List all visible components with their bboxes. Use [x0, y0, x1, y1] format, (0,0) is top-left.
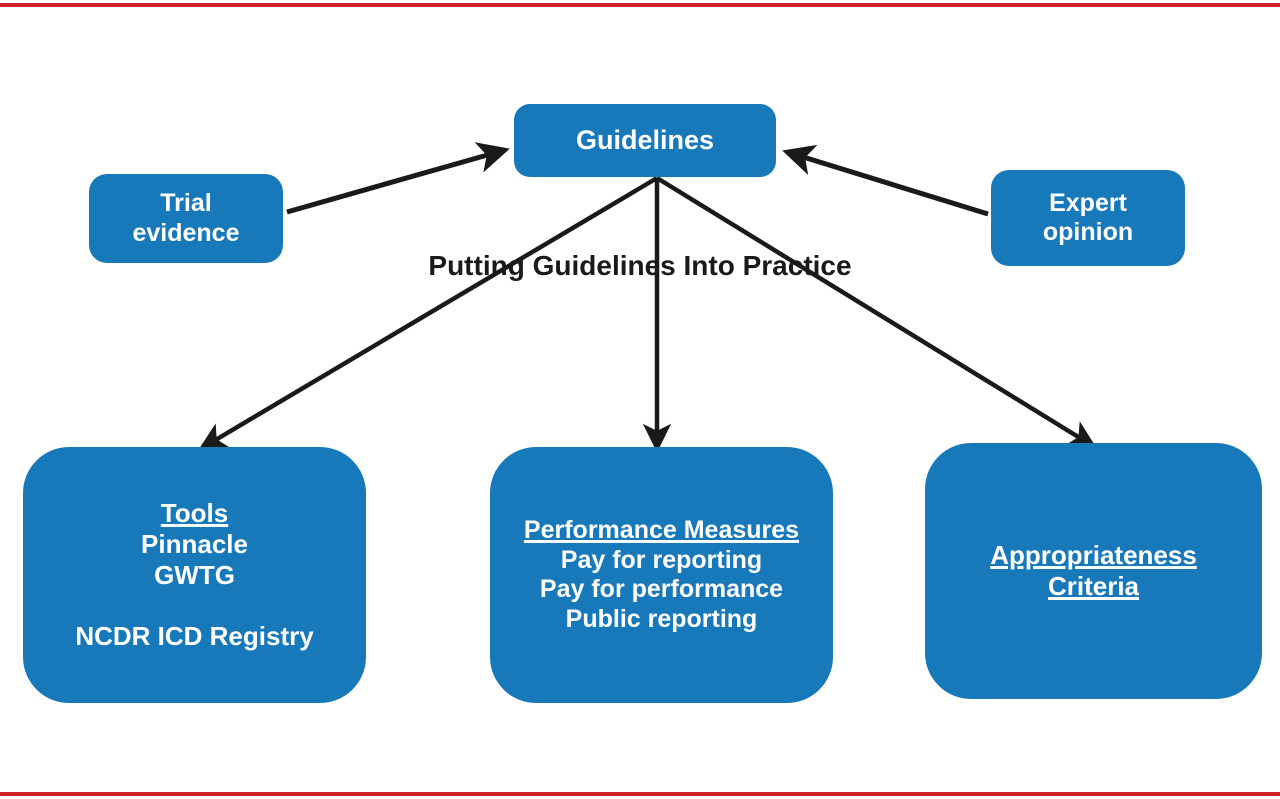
node-performance-measures-heading: Performance Measures [523, 516, 800, 544]
node-expert-opinion[interactable]: Expert opinion [991, 170, 1185, 266]
node-performance-measures-line-1: Pay for reporting [560, 545, 763, 574]
arrow-expert-opinion-to-guidelines [782, 144, 989, 217]
node-expert-opinion-line-1: Expert [1049, 188, 1127, 217]
node-tools-line-3: NCDR ICD Registry [75, 621, 314, 651]
node-performance-measures-line-3: Public reporting [565, 604, 758, 633]
arrow-guidelines-to-tools [198, 176, 659, 451]
node-appropriateness-criteria-line-2: Criteria [1047, 571, 1140, 601]
node-appropriateness-criteria[interactable]: Appropriateness Criteria [925, 443, 1262, 699]
node-performance-measures[interactable]: Performance Measures Pay for reporting P… [490, 447, 833, 703]
arrow-guidelines-to-appropriateness-criteria [655, 176, 1097, 449]
node-guidelines-label: Guidelines [575, 124, 715, 155]
node-appropriateness-criteria-line-1: Appropriateness [990, 540, 1197, 571]
figure-caption: Putting Guidelines Into Practice [428, 250, 852, 281]
arrow-trial-evidence-to-guidelines [286, 142, 510, 215]
node-guidelines[interactable]: Guidelines [514, 104, 776, 177]
node-expert-opinion-line-2: opinion [1042, 218, 1134, 246]
node-tools-line-1: Pinnacle [141, 528, 248, 559]
bottom-red-rule [0, 792, 1280, 796]
top-red-rule [0, 3, 1280, 7]
node-performance-measures-line-2: Pay for performance [539, 575, 784, 603]
node-trial-evidence-line-2: evidence [132, 218, 240, 247]
node-trial-evidence[interactable]: Trial evidence [89, 174, 283, 263]
node-tools[interactable]: Tools Pinnacle GWTG NCDR ICD Registry [23, 447, 366, 703]
node-tools-line-2: GWTG [154, 559, 235, 590]
node-trial-evidence-line-1: Trial [160, 189, 212, 217]
node-tools-heading: Tools [160, 498, 229, 529]
